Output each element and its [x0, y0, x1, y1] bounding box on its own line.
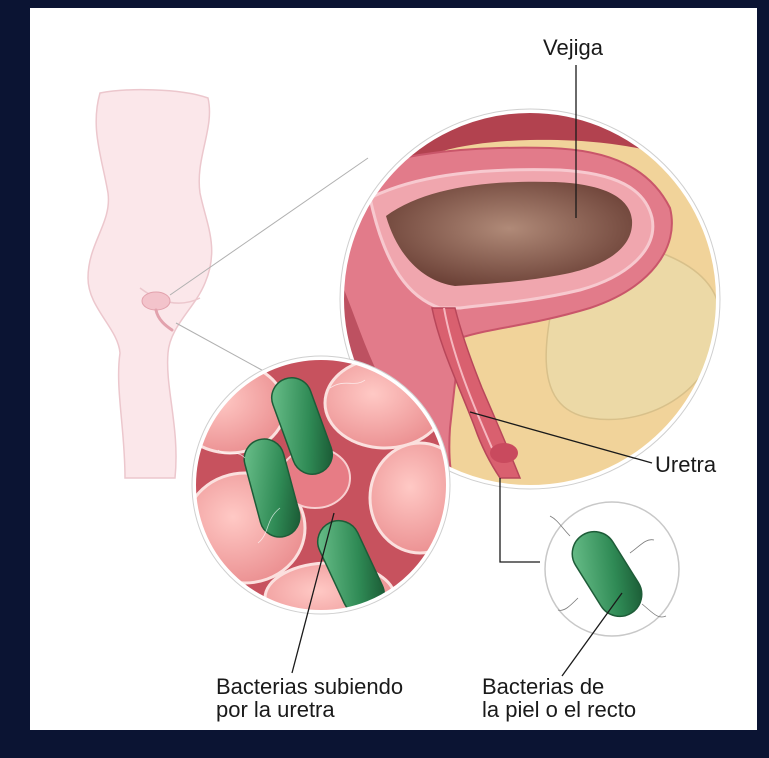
body-silhouette [88, 90, 212, 478]
bladder-location-marker [142, 292, 170, 310]
label-bacteria-ascending: Bacterias subiendo por la uretra [216, 675, 403, 721]
label-urethra: Uretra [655, 453, 716, 476]
skin-bacteria-magnification [545, 502, 679, 636]
label-bladder: Vejiga [543, 36, 603, 59]
anatomy-illustration [30, 8, 757, 730]
label-bacteria-source: Bacterias de la piel o el recto [482, 675, 636, 721]
illustration-panel: Vejiga Uretra Bacterias subiendo por la … [30, 8, 757, 730]
